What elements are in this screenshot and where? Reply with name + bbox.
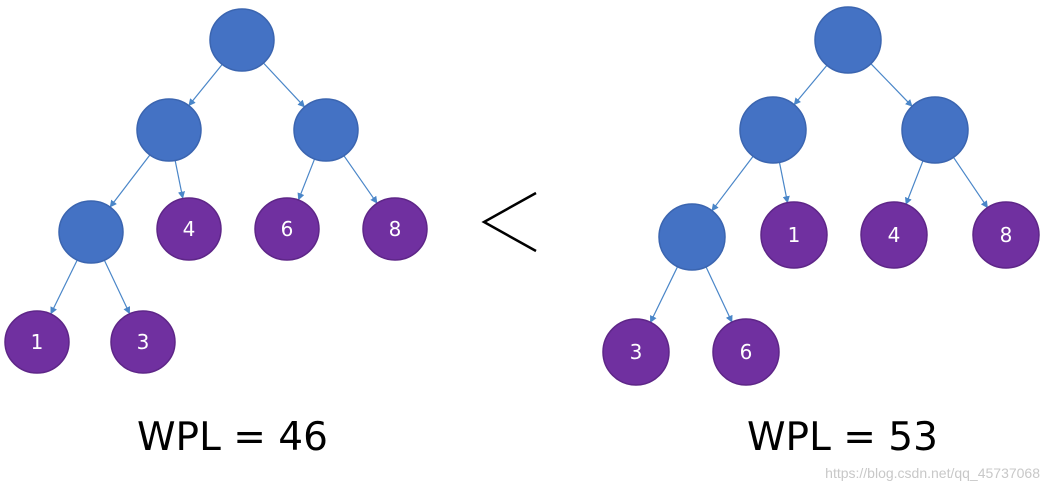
leaf-node-circle bbox=[712, 318, 780, 386]
left-tree-internal-node bbox=[293, 98, 359, 162]
right-tree-leaf-node: 8 bbox=[972, 201, 1040, 269]
leaf-node-label: 4 bbox=[183, 217, 196, 241]
right-tree-leaf-node: 4 bbox=[860, 201, 928, 269]
leaf-node-label: 8 bbox=[1000, 223, 1013, 247]
left-tree-edge bbox=[174, 159, 186, 199]
leaf-node-label: 6 bbox=[740, 340, 753, 364]
internal-node-circle bbox=[814, 6, 882, 74]
right-tree-leaf-node: 3 bbox=[602, 318, 670, 386]
leaf-node-circle bbox=[860, 201, 928, 269]
right-tree-internal-node bbox=[658, 203, 726, 271]
right-tree-internal-node bbox=[814, 6, 882, 74]
wpl-left-label: WPL = 46 bbox=[137, 415, 328, 460]
wpl-right-label: WPL = 53 bbox=[747, 415, 938, 460]
leaf-node-label: 3 bbox=[137, 330, 150, 354]
right-tree-leaf-node: 1 bbox=[760, 201, 828, 269]
right-tree-leaf-node: 6 bbox=[712, 318, 780, 386]
leaf-node-label: 8 bbox=[389, 217, 402, 241]
internal-node-circle bbox=[658, 203, 726, 271]
left-tree-edge bbox=[297, 157, 316, 201]
comparison-symbol-text: < bbox=[510, 194, 544, 240]
internal-node-circle bbox=[739, 96, 807, 164]
edges bbox=[50, 61, 989, 323]
leaf-node-circle bbox=[4, 310, 70, 374]
right-tree-edge bbox=[905, 158, 925, 205]
right-tree-internal-node bbox=[901, 96, 969, 164]
comparison-symbol: < bbox=[481, 191, 544, 253]
internal-node-circle bbox=[293, 98, 359, 162]
right-tree-edge bbox=[711, 154, 755, 212]
left-tree-leaf-node: 3 bbox=[110, 310, 176, 374]
right-tree-edge bbox=[704, 265, 733, 323]
leaf-node-label: 6 bbox=[281, 217, 294, 241]
right-tree-edge bbox=[869, 62, 913, 107]
leaf-node-circle bbox=[972, 201, 1040, 269]
watermark: https://blog.csdn.net/qq_45737068 bbox=[825, 465, 1040, 481]
left-tree-edge bbox=[342, 154, 378, 204]
left-tree-edge bbox=[261, 61, 305, 108]
leaf-node-circle bbox=[254, 197, 320, 261]
left-tree-edge bbox=[103, 258, 131, 315]
left-tree-leaf-node: 1 bbox=[4, 310, 70, 374]
left-tree-internal-node bbox=[209, 8, 275, 72]
leaf-node-label: 1 bbox=[31, 330, 44, 354]
right-tree-edge bbox=[952, 155, 989, 209]
leaf-node-circle bbox=[760, 201, 828, 269]
nodes: 1 3 4 6 8 3 6 1 4 8 bbox=[4, 6, 1040, 386]
internal-node-circle bbox=[58, 200, 124, 264]
internal-node-circle bbox=[901, 96, 969, 164]
left-tree-internal-node bbox=[58, 200, 124, 264]
right-tree-internal-node bbox=[739, 96, 807, 164]
left-tree-edge bbox=[109, 153, 152, 208]
internal-node-circle bbox=[209, 8, 275, 72]
internal-node-circle bbox=[136, 98, 202, 162]
leaf-node-circle bbox=[110, 310, 176, 374]
leaf-node-label: 1 bbox=[788, 223, 801, 247]
left-tree-leaf-node: 6 bbox=[254, 197, 320, 261]
leaf-node-label: 4 bbox=[888, 223, 901, 247]
leaf-node-circle bbox=[602, 318, 670, 386]
right-tree-edge bbox=[793, 63, 829, 106]
left-tree-leaf-node: 8 bbox=[362, 197, 428, 261]
leaf-node-circle bbox=[362, 197, 428, 261]
left-tree-leaf-node: 4 bbox=[156, 197, 222, 261]
right-tree-edge bbox=[649, 264, 679, 323]
left-tree-internal-node bbox=[136, 98, 202, 162]
leaf-node-circle bbox=[156, 197, 222, 261]
right-tree-edge bbox=[778, 160, 790, 204]
left-tree-edge bbox=[188, 62, 224, 107]
left-tree-edge bbox=[50, 258, 79, 315]
leaf-node-label: 3 bbox=[630, 340, 643, 364]
